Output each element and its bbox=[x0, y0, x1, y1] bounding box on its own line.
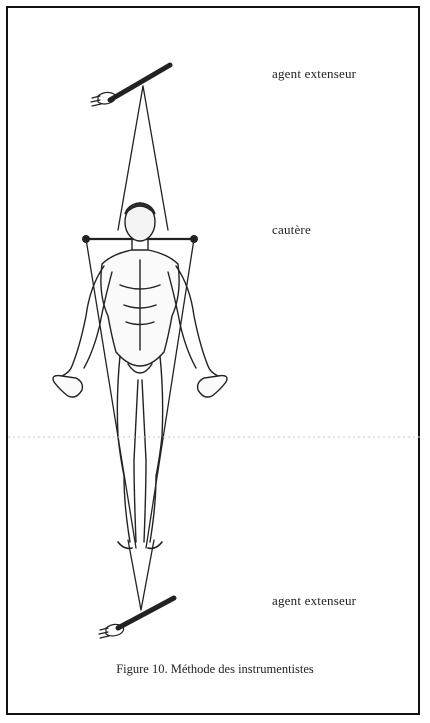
bottom-cone-right bbox=[141, 540, 154, 610]
figure-caption: Figure 10. Méthode des instrumentistes bbox=[0, 662, 430, 677]
label-cautery: cautère bbox=[272, 222, 311, 238]
bottom-extensor-bar bbox=[118, 598, 174, 628]
top-extensor-bar bbox=[110, 65, 170, 100]
feet bbox=[118, 542, 162, 548]
human-figure bbox=[53, 203, 227, 548]
label-bottom-extensor: agent extenseur bbox=[272, 593, 356, 609]
right-leg bbox=[142, 356, 163, 542]
bottom-cone-left bbox=[128, 540, 141, 610]
right-hand bbox=[198, 376, 227, 398]
label-top-extensor: agent extenseur bbox=[272, 66, 356, 82]
left-hand bbox=[53, 376, 82, 398]
